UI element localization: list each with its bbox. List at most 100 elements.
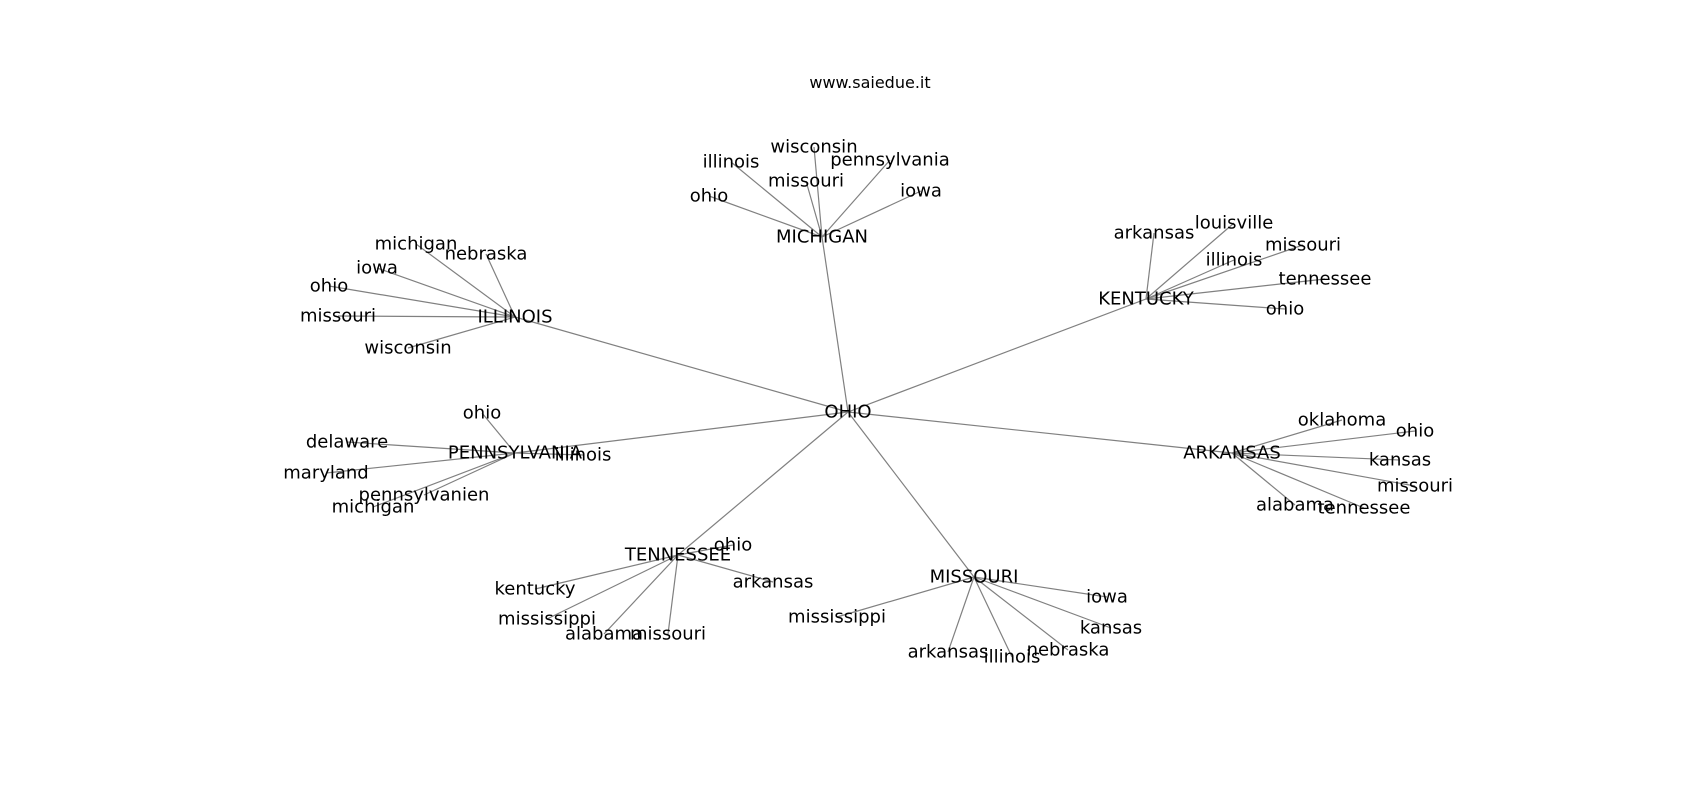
leaf-node-label-michigan-iowa: iowa	[900, 181, 942, 202]
leaf-node-label-michigan-illinois: illinois	[703, 152, 760, 173]
leaf-node-label-missouri-nebraska: nebraska	[1027, 640, 1110, 661]
leaf-node-label-illinois-missouri: missouri	[300, 306, 376, 327]
edge-michigan-missouri	[805, 180, 823, 238]
hub-node-label-missouri: MISSOURI	[930, 567, 1019, 588]
edge-missouri-iowa	[973, 576, 1108, 598]
leaf-node-label-missouri-iowa: iowa	[1086, 587, 1128, 608]
leaf-node-label-michigan-ohio: ohio	[690, 186, 728, 207]
edge-illinois-wisconsin	[407, 316, 516, 349]
leaf-node-label-pennsylvania-maryland: maryland	[283, 463, 368, 484]
leaf-node-label-illinois-iowa: iowa	[356, 258, 398, 279]
edge-pennsylvania-michigan	[372, 452, 516, 508]
leaf-node-label-illinois-michigan: michigan	[375, 234, 458, 255]
leaf-node-label-kentucky-ohio: ohio	[1266, 299, 1304, 320]
leaf-node-label-kentucky-tennessee: tennessee	[1279, 269, 1372, 290]
leaf-node-label-missouri-mississippi: mississippi	[788, 607, 886, 628]
edge-pennsylvania-pennsylvanien	[423, 452, 516, 496]
leaf-node-label-tennessee-kentucky: kentucky	[494, 579, 575, 600]
edge-root-pennsylvania	[514, 411, 849, 454]
leaf-node-label-arkansas-tennessee: tennessee	[1318, 498, 1411, 519]
edge-illinois-michigan	[415, 243, 516, 318]
leaf-node-label-pennsylvania-michigan: michigan	[332, 497, 415, 518]
edge-missouri-arkansas	[947, 576, 975, 653]
edge-michigan-pennsylvania	[821, 159, 891, 238]
edge-arkansas-ohio	[1231, 430, 1416, 454]
edge-missouri-mississippi	[836, 576, 975, 618]
leaf-node-label-arkansas-oklahoma: oklahoma	[1298, 410, 1386, 431]
leaf-node-label-tennessee-ohio: ohio	[714, 535, 752, 556]
edge-tennessee-alabama	[603, 554, 679, 635]
edge-root-arkansas	[847, 411, 1233, 454]
hub-node-label-pennsylvania: PENNSYLVANIA	[448, 443, 583, 464]
edge-pennsylvania-maryland	[325, 452, 516, 474]
edge-missouri-illinois	[973, 576, 1013, 658]
edges	[325, 146, 1416, 658]
edge-tennessee-arkansas	[677, 554, 774, 583]
leaf-node-label-tennessee-missouri: missouri	[630, 624, 706, 645]
edge-arkansas-missouri	[1231, 452, 1416, 487]
edge-tennessee-ohio	[677, 544, 734, 556]
hub-node-label-tennessee: TENNESSEE	[624, 545, 731, 566]
leaf-node-label-missouri-arkansas: arkansas	[908, 642, 989, 663]
edge-pennsylvania-delaware	[346, 441, 516, 454]
edge-michigan-ohio	[708, 195, 823, 238]
leaf-node-label-michigan-missouri: missouri	[768, 171, 844, 192]
leaf-node-label-arkansas-missouri: missouri	[1377, 476, 1453, 497]
hub-node-label-arkansas: ARKANSAS	[1183, 443, 1281, 464]
hub-node-label-kentucky: KENTUCKY	[1098, 289, 1195, 310]
leaf-node-label-arkansas-alabama: alabama	[1256, 495, 1334, 516]
edge-kentucky-tennessee	[1145, 278, 1326, 300]
leaf-node-label-arkansas-ohio: ohio	[1396, 421, 1434, 442]
edge-arkansas-tennessee	[1231, 452, 1365, 509]
edge-root-kentucky	[847, 298, 1147, 413]
edge-illinois-missouri	[337, 315, 516, 318]
edge-michigan-wisconsin	[813, 146, 823, 238]
edge-arkansas-oklahoma	[1231, 419, 1343, 454]
leaf-node-label-pennsylvania-pennsylvanien: pennsylvanien	[359, 485, 490, 506]
edge-illinois-ohio	[328, 285, 516, 318]
leaf-node-label-pennsylvania-ohio: ohio	[463, 403, 501, 424]
hub-node-label-michigan: MICHIGAN	[776, 227, 868, 248]
site-label: www.saiedue.it	[809, 73, 930, 92]
edge-michigan-iowa	[821, 190, 922, 238]
leaf-node-label-illinois-nebraska: nebraska	[445, 244, 528, 265]
edge-kentucky-louisville	[1145, 222, 1235, 300]
node-labels: OHIO MICHIGAN ohio illinois wisconsin missour…	[283, 137, 1453, 668]
leaf-node-label-tennessee-alabama: alabama	[565, 624, 643, 645]
leaf-node-label-tennessee-mississippi: mississippi	[498, 609, 596, 630]
edge-kentucky-missouri	[1145, 244, 1304, 300]
leaf-node-label-pennsylvania-delaware: delaware	[306, 432, 388, 453]
leaf-node-label-missouri-illinois: illinois	[984, 647, 1041, 668]
leaf-node-label-kentucky-missouri: missouri	[1265, 235, 1341, 256]
hub-node-label-illinois: ILLINOIS	[477, 307, 552, 328]
leaf-node-label-illinois-wisconsin: wisconsin	[364, 338, 451, 359]
edge-tennessee-mississippi	[546, 554, 679, 620]
edge-kentucky-illinois	[1145, 259, 1235, 300]
edge-kentucky-ohio	[1145, 298, 1286, 310]
leaf-node-label-kentucky-arkansas: arkansas	[1114, 223, 1195, 244]
edge-illinois-nebraska	[485, 253, 516, 318]
leaf-node-label-missouri-kansas: kansas	[1080, 618, 1142, 639]
leaf-node-label-kentucky-illinois: illinois	[1206, 250, 1263, 271]
edge-kentucky-arkansas	[1145, 232, 1155, 300]
edge-root-missouri	[847, 411, 975, 578]
leaf-node-label-pennsylvania-illinois: illinois	[555, 445, 612, 466]
edge-pennsylvania-illinois	[514, 452, 584, 456]
edge-root-michigan	[821, 236, 849, 413]
edge-tennessee-kentucky	[534, 554, 679, 590]
edge-pennsylvania-ohio	[481, 412, 516, 454]
edge-tennessee-missouri	[667, 554, 679, 635]
root-node-label: OHIO	[824, 402, 871, 423]
edge-michigan-illinois	[730, 161, 823, 238]
leaf-node-label-illinois-ohio: ohio	[310, 276, 348, 297]
leaf-node-label-tennessee-arkansas: arkansas	[733, 572, 814, 593]
leaf-node-label-arkansas-kansas: kansas	[1369, 450, 1431, 471]
leaf-node-label-kentucky-louisville: louisville	[1195, 213, 1274, 234]
leaf-node-label-michigan-pennsylvania: pennsylvania	[830, 150, 949, 171]
edge-arkansas-alabama	[1231, 452, 1296, 506]
edge-arkansas-kansas	[1231, 452, 1401, 461]
edge-missouri-kansas	[973, 576, 1112, 629]
edge-illinois-iowa	[376, 267, 516, 318]
edge-root-tennessee	[677, 411, 849, 556]
